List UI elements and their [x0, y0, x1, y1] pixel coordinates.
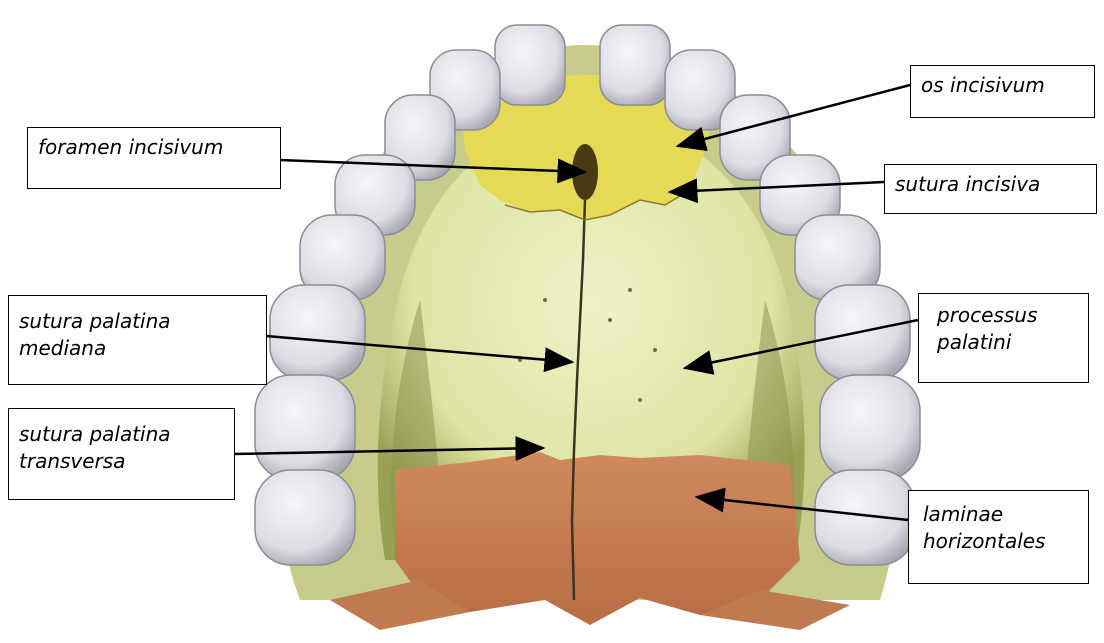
label-text-line2: mediana [19, 335, 256, 362]
label-processus-palatini: processus palatini [918, 293, 1089, 383]
label-text-line1: sutura palatina [19, 308, 256, 335]
label-text-line1: processus [937, 302, 1078, 329]
label-sutura-palatina-transversa: sutura palatina transversa [8, 408, 235, 500]
label-text-line1: laminae [923, 501, 1078, 528]
label-sutura-palatina-mediana: sutura palatina mediana [8, 295, 267, 385]
label-text-line2: horizontales [923, 528, 1078, 555]
label-os-incisivum: os incisivum [910, 65, 1095, 118]
label-foramen-incisivum: foramen incisivum [27, 127, 281, 189]
label-text-line2: palatini [937, 329, 1078, 356]
label-text-line2: transversa [19, 448, 224, 475]
label-text: sutura incisiva [895, 171, 1086, 198]
label-sutura-incisiva: sutura incisiva [884, 164, 1097, 214]
label-text: os incisivum [921, 72, 1084, 99]
label-text: foramen incisivum [38, 134, 270, 161]
label-laminae-horizontales: laminae horizontales [908, 490, 1089, 584]
label-text-line1: sutura palatina [19, 421, 224, 448]
